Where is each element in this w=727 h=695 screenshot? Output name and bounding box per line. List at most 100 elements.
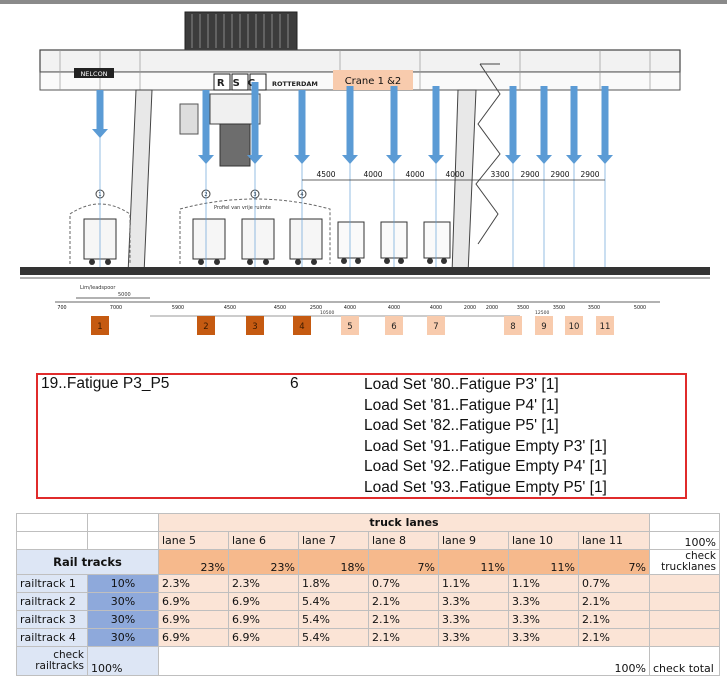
load-set-name: 19..Fatigue P3_P5: [41, 375, 170, 392]
distribution-table: truck lanes lane 5 lane 6 lane 7 lane 8 …: [16, 513, 720, 676]
lane-box-label: 9: [541, 322, 546, 332]
lane-box-label: 4: [299, 322, 304, 332]
lane-header: lane 11: [578, 531, 650, 550]
bottom-dimension: 3500: [553, 305, 565, 311]
lane-pct: 18%: [298, 549, 369, 575]
cell-value: 0.7%: [368, 574, 439, 593]
cell-value: 2.1%: [368, 628, 439, 647]
right-leg: [451, 89, 477, 275]
lane-box-label: 10: [569, 322, 580, 332]
lane-box-label: 3: [252, 322, 257, 332]
lane-header: lane 9: [438, 531, 509, 550]
lane-header: lane 10: [508, 531, 579, 550]
rail-name: railtrack 2: [16, 592, 88, 611]
lane-box-1: 1: [91, 316, 109, 335]
rail-tracks-title: Rail tracks: [16, 549, 159, 575]
lane-header: lane 5: [158, 531, 229, 550]
load-arrow-6: [386, 86, 402, 164]
top-dimension: 3300: [490, 170, 509, 179]
circle-labels: [95, 189, 307, 199]
top-dimension: 2900: [580, 170, 599, 179]
lane-box-4: 4: [293, 316, 311, 335]
load-set-item: Load Set '82..Fatigue P5' [1]: [364, 417, 559, 435]
top-dimension: 4000: [445, 170, 464, 179]
rail-note: Lim/leadspoor: [80, 285, 116, 291]
sub-dim-2: 10500: [320, 310, 334, 316]
cell-value: 2.1%: [578, 592, 650, 611]
bottom-dimension: 4000: [344, 305, 356, 311]
lane-pct: 11%: [438, 549, 509, 575]
ground: [20, 267, 710, 275]
check-railtracks: check railtracks: [16, 646, 88, 676]
lane-box-label: 11: [600, 322, 611, 332]
bottom-dimension: 3500: [517, 305, 529, 311]
lane-box-7: 7: [427, 316, 445, 335]
cell-value: 2.1%: [578, 610, 650, 629]
bottom-dimension: 4000: [388, 305, 400, 311]
load-arrow-4: [294, 90, 310, 164]
rail-pct: 10%: [87, 574, 159, 593]
cell-value: 5.4%: [298, 592, 369, 611]
top-dimension: 4500: [316, 170, 335, 179]
load-arrow-10: [566, 86, 582, 164]
lane-box-2: 2: [197, 316, 215, 335]
nelcon-sign: NELCON: [80, 70, 107, 78]
bottom-dimension: 5000: [634, 305, 646, 311]
cell-value: 3.3%: [508, 610, 579, 629]
lane-header: lane 6: [228, 531, 299, 550]
rail-sub-dim: 5000: [118, 292, 131, 298]
load-arrow-5: [342, 86, 358, 164]
cell-value: 3.3%: [508, 628, 579, 647]
cell-value: 2.1%: [368, 610, 439, 629]
rail-name: railtrack 4: [16, 628, 88, 647]
cell-value: 6.9%: [228, 592, 299, 611]
load-set-number: 6: [290, 375, 299, 392]
lane-box-label: 7: [433, 322, 438, 332]
lane-pct: 11%: [508, 549, 579, 575]
top-dimension: 4000: [363, 170, 382, 179]
cell-value: 3.3%: [508, 592, 579, 611]
load-set-item: Load Set '93..Fatigue Empty P5' [1]: [364, 478, 607, 496]
bottom-dimension: 2000: [464, 305, 476, 311]
bottom-dimension: 4500: [274, 305, 286, 311]
cell-value: 1.1%: [438, 574, 509, 593]
load-arrow-11: [597, 86, 613, 164]
truck-lanes-title: truck lanes: [158, 513, 650, 532]
lane-pct: 23%: [228, 549, 299, 575]
lane-box-label: 6: [391, 322, 396, 332]
load-set-item: Load Set '92..Fatigue Empty P4' [1]: [364, 458, 607, 476]
cell-value: 6.9%: [228, 610, 299, 629]
top-dimension: 2900: [550, 170, 569, 179]
bottom-dimension: 5900: [172, 305, 184, 311]
lane-box-label: 5: [347, 322, 352, 332]
rail-pct: 30%: [87, 592, 159, 611]
load-arrow-2: [198, 90, 214, 164]
cell-value: 2.3%: [228, 574, 299, 593]
crane-diagram: NELCON RSC ROTTERDAM Crane 1 &2 Pr: [20, 11, 710, 335]
cell-value: 1.8%: [298, 574, 369, 593]
lane-pct: 23%: [158, 549, 229, 575]
lane-box-label: 8: [510, 322, 515, 332]
rotterdam-sign: ROTTERDAM: [272, 80, 318, 88]
lane-box-6: 6: [385, 316, 403, 335]
load-set-item: Load Set '80..Fatigue P3' [1]: [364, 376, 559, 393]
load-set-item: Load Set '91..Fatigue Empty P3' [1]: [364, 437, 607, 455]
sub-dim-3: 12500: [535, 310, 549, 316]
cell-value: 5.4%: [298, 628, 369, 647]
rail-name: railtrack 1: [16, 574, 88, 593]
cell-value: 0.7%: [578, 574, 650, 593]
bottom-dimension: 3500: [588, 305, 600, 311]
lane-box-5: 5: [341, 316, 359, 335]
load-arrow-1: [92, 90, 108, 138]
lane-box-10: 10: [565, 316, 583, 335]
cell-value: 2.1%: [578, 628, 650, 647]
bottom-dimension: 4500: [224, 305, 236, 311]
crane-main-girder: [39, 49, 681, 73]
trucklanes-total: 100%: [649, 531, 720, 550]
cell-value: 1.1%: [508, 574, 579, 593]
grand-total: 100%: [158, 646, 650, 676]
check-total: check total: [649, 646, 720, 676]
bottom-dimension: 4000: [430, 305, 442, 311]
cell-value: 2.1%: [368, 592, 439, 611]
cell-value: 6.9%: [158, 610, 229, 629]
